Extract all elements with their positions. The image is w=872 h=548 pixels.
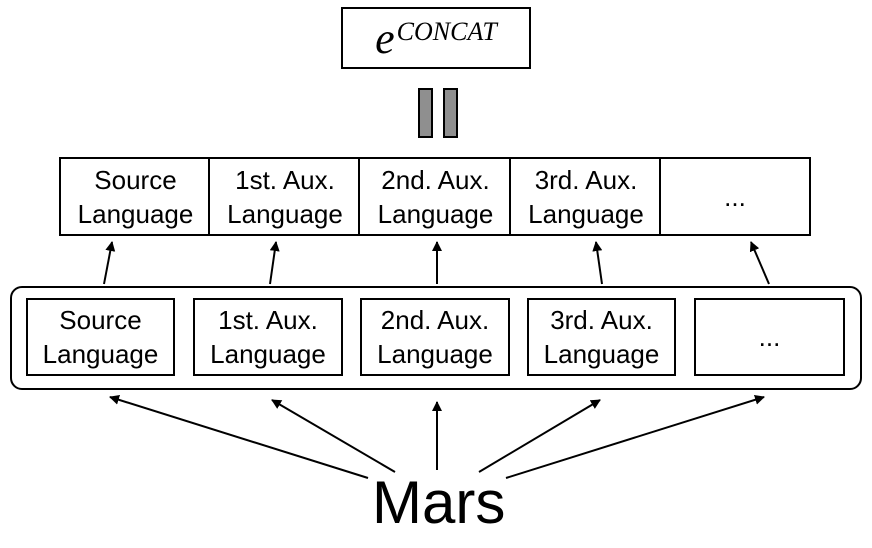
cell-line2: Language (77, 198, 194, 229)
arrow-mars-aux3 (478, 399, 601, 473)
concat-base: e (375, 13, 395, 63)
cell-line1: 2nd. Aux. (381, 164, 490, 195)
cell-line1: 3rd. Aux. (550, 305, 653, 335)
arrow-up-aux3 (592, 241, 603, 285)
cell-line1: Source (59, 305, 142, 335)
cell-line1: 2nd. Aux. (380, 305, 490, 335)
arrow-mars-source (109, 394, 369, 479)
cell-line1: 1st. Aux. (235, 164, 335, 195)
cell-line2: Language (377, 198, 494, 229)
model-cell-aux1: 1st. Aux. Language (193, 298, 343, 376)
cell-line2: Language (210, 339, 326, 369)
model-cell-more: ... (694, 298, 845, 376)
arrow-mars-more (505, 394, 765, 479)
equals-bar-left (418, 88, 433, 138)
concat-cell-aux3: 3rd. Aux.Language (509, 157, 661, 236)
cell-line2: Language (528, 198, 644, 229)
equals-bar-right (443, 88, 458, 138)
cell-line1: Source (94, 164, 177, 195)
cell-line2: Language (377, 339, 493, 369)
cell-line2: Language (543, 339, 660, 369)
cell-line1: ... (724, 181, 746, 212)
concat-cell-more: ... (659, 157, 811, 236)
mars-label: Mars (372, 469, 506, 536)
concat-cell-aux2: 2nd. Aux.Language (358, 157, 511, 236)
arrow-up-source (103, 241, 116, 285)
cell-line1: 3rd. Aux. (534, 164, 638, 195)
concat-cell-aux1: 1st. Aux.Language (208, 157, 360, 236)
model-cell-aux3: 3rd. Aux. Language (527, 298, 676, 376)
arrow-mars-aux1 (271, 399, 396, 473)
cell-line1: ... (758, 322, 781, 352)
arrow-up-more (749, 241, 770, 285)
concat-superscript: CONCAT (396, 17, 497, 46)
cell-line2: Language (227, 198, 343, 229)
model-cell-aux2: 2nd. Aux. Language (360, 298, 510, 376)
model-container (10, 286, 862, 390)
cell-line2: Language (42, 339, 159, 369)
cell-line1: 1st. Aux. (218, 305, 318, 335)
arrow-up-aux1 (269, 241, 280, 285)
